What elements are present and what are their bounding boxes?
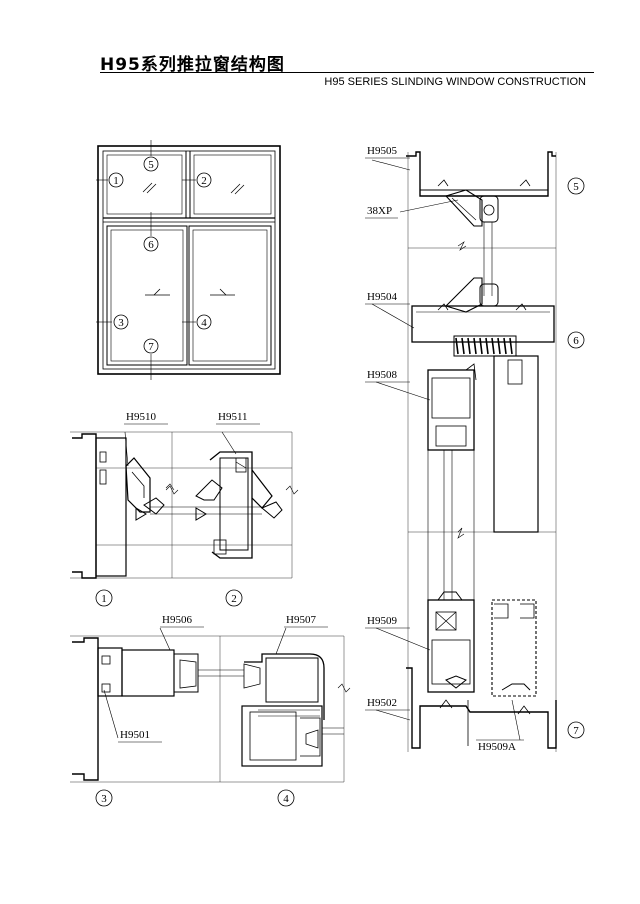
section-marker-5: 5 xyxy=(567,177,585,195)
svg-text:1: 1 xyxy=(101,593,107,605)
title-rule xyxy=(100,72,594,73)
label-h9502: H9502 xyxy=(367,697,397,709)
section-marker-6: 6 xyxy=(567,331,585,349)
svg-text:1: 1 xyxy=(113,175,119,187)
label-h9509a: H9509A xyxy=(478,741,516,753)
title-english: H95 SERIES SLINDING WINDOW CONSTRUCTION xyxy=(324,76,586,88)
label-h9510: H9510 xyxy=(126,411,156,423)
svg-text:7: 7 xyxy=(148,341,154,353)
vertical-section xyxy=(371,151,557,752)
elevation-marker-4: 4 xyxy=(196,314,212,330)
svg-text:6: 6 xyxy=(573,335,579,347)
svg-text:5: 5 xyxy=(573,181,579,193)
label-h9511: H9511 xyxy=(218,411,248,423)
svg-text:7: 7 xyxy=(573,725,579,737)
section-3-4 xyxy=(70,627,351,783)
elevation-marker-3: 3 xyxy=(113,314,129,330)
section-marker-2: 2 xyxy=(225,589,243,607)
label-h9509: H9509 xyxy=(367,615,397,627)
elevation-marker-7: 7 xyxy=(143,338,159,354)
svg-text:5: 5 xyxy=(148,159,154,171)
svg-text:4: 4 xyxy=(283,793,289,805)
elevation-marker-5: 5 xyxy=(143,156,159,172)
label-h9506: H9506 xyxy=(162,614,192,626)
section-1-2 xyxy=(70,431,299,579)
svg-text:2: 2 xyxy=(231,593,237,605)
elevation-marker-1: 1 xyxy=(108,172,124,188)
title-chinese: H95系列推拉窗结构图 xyxy=(100,55,285,75)
label-h9507: H9507 xyxy=(286,614,316,626)
section-marker-4: 4 xyxy=(277,789,295,807)
window-elevation xyxy=(96,140,281,380)
section-marker-7: 7 xyxy=(567,721,585,739)
elevation-marker-2: 2 xyxy=(196,172,212,188)
svg-text:3: 3 xyxy=(101,793,107,805)
label-h9505: H9505 xyxy=(367,145,397,157)
label-h9508: H9508 xyxy=(367,369,397,381)
svg-text:6: 6 xyxy=(148,239,154,251)
svg-text:4: 4 xyxy=(201,317,207,329)
svg-text:2: 2 xyxy=(201,175,207,187)
section-marker-1: 1 xyxy=(95,589,113,607)
label-h9501: H9501 xyxy=(120,729,150,741)
elevation-marker-6: 6 xyxy=(143,236,159,252)
section-marker-3: 3 xyxy=(95,789,113,807)
svg-text:3: 3 xyxy=(118,317,124,329)
label-38xp: 38XP xyxy=(367,205,392,217)
label-h9504: H9504 xyxy=(367,291,397,303)
